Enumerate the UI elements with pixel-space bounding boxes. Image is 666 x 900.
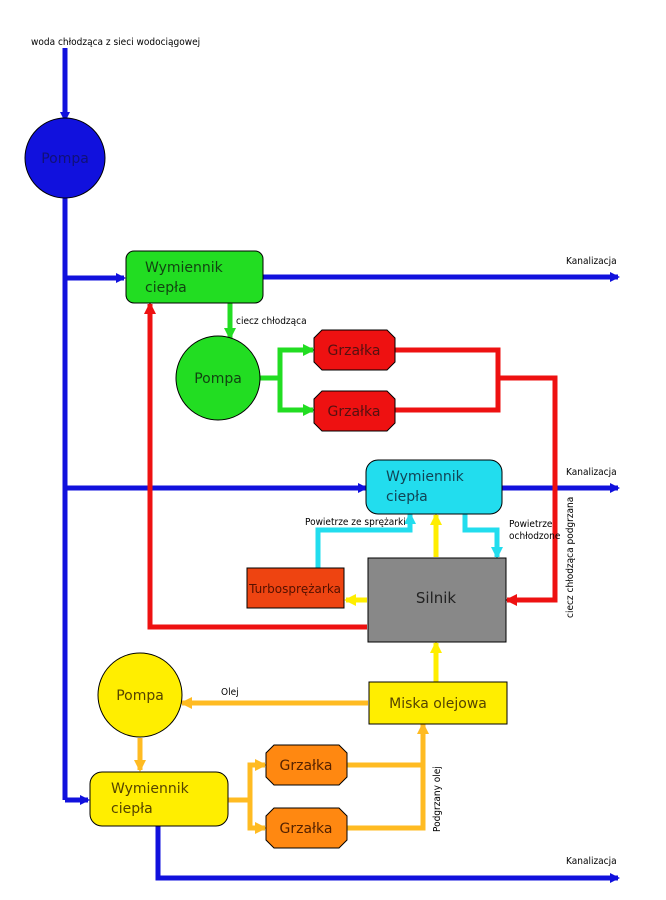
heater-red-1: Grzałka <box>313 329 396 371</box>
oil-sump-shape <box>368 681 508 725</box>
engine-to-hx1-return-arrow <box>144 302 367 630</box>
hx3-to-drain-arrow <box>155 826 620 883</box>
water-lines <box>60 48 620 883</box>
turbocharger-label: Turbosprężarka <box>248 582 341 596</box>
cooled-air-label-line2: ochłodzone <box>509 531 561 542</box>
pump-top: Pompa <box>24 117 106 199</box>
heated-coolant-lines <box>144 302 558 630</box>
heater-red-1-shape <box>313 329 396 371</box>
to-orange-heater1-arrow <box>247 759 267 800</box>
heater1-outlet-line <box>395 347 501 378</box>
turbocharger: Turbosprężarka <box>246 567 345 609</box>
heated-oil-label: Podgrzany olej <box>432 766 443 832</box>
compressor-air-label: Powietrze ze sprężarki <box>305 517 406 528</box>
heater-red-2: Grzałka <box>313 390 396 432</box>
to-orange-heater2-arrow <box>247 800 267 834</box>
drain-label-3: Kanalizacja <box>566 856 617 867</box>
heater-orange-2-shape <box>265 807 348 849</box>
heater-red-2-shape <box>313 390 396 432</box>
drain-label-1: Kanalizacja <box>566 256 617 267</box>
heat-exchanger-2-label-line1: Wymiennik <box>386 469 465 485</box>
green-pump-to-heater2-arrow <box>277 378 315 416</box>
heat-exchanger-2-label-line2: ciepła <box>386 489 428 505</box>
pump-green-label: Pompa <box>194 371 242 387</box>
heat-exchanger-2: Wymiennik ciepła <box>365 459 503 515</box>
oil-sump: Miska olejowa <box>368 681 508 725</box>
pump-top-label: Pompa <box>41 151 89 167</box>
coolant-label: ciecz chłodząca <box>236 316 307 327</box>
engine: Silnik <box>367 557 507 643</box>
cooled-air-label-line1: Powietrze <box>509 519 553 530</box>
heat-exchanger-1-shape <box>125 250 264 304</box>
heater-orange-2: Grzałka <box>265 807 348 849</box>
green-pump-to-heater1-arrow <box>260 344 315 381</box>
turbo-to-hx2-air-arrow <box>315 512 416 568</box>
heat-exchanger-1-label-line1: Wymiennik <box>145 260 224 276</box>
heat-exchanger-3-shape <box>89 771 229 827</box>
pump-yellow-shape <box>97 652 183 738</box>
coolant-lines <box>224 303 315 416</box>
heater2-outlet-line <box>395 378 501 413</box>
heater-orange-1-label: Grzałka <box>280 758 333 774</box>
heat-exchanger-3-label-line2: ciepła <box>111 801 153 817</box>
heat-exchanger-2-shape <box>365 459 503 515</box>
pump-green: Pompa <box>175 335 261 421</box>
engine-label: Silnik <box>416 589 457 607</box>
pump-green-shape <box>175 335 261 421</box>
heater-orange-1: Grzałka <box>265 744 348 786</box>
heated-oil-to-sump-arrow <box>347 722 429 831</box>
oil-label: Olej <box>221 687 239 698</box>
heater-orange-2-label: Grzałka <box>280 821 333 837</box>
source-water-label: woda chłodząca z sieci wodociągowej <box>31 37 200 48</box>
heaters-to-engine-arrow <box>498 375 558 606</box>
heat-exchanger-1: Wymiennik ciepła <box>125 250 264 304</box>
oil-sump-label: Miska olejowa <box>389 696 487 712</box>
air-lines <box>315 512 503 568</box>
heat-exchanger-3-label-line1: Wymiennik <box>111 781 190 797</box>
hx2-to-engine-air-arrow <box>462 514 503 559</box>
heater-orange-1-shape <box>265 744 348 786</box>
heated-coolant-label: ciecz chłodząca podgrzana <box>565 497 576 618</box>
heat-exchanger-3: Wymiennik ciepła <box>89 771 229 827</box>
heater-red-2-label: Grzałka <box>328 404 381 420</box>
turbocharger-shape <box>246 567 345 609</box>
pump-top-shape <box>24 117 106 199</box>
pump-yellow-label: Pompa <box>116 688 164 704</box>
heat-exchanger-1-label-line2: ciepła <box>145 280 187 296</box>
heater-red-1-label: Grzałka <box>328 343 381 359</box>
drain-label-2: Kanalizacja <box>566 467 617 478</box>
yellow-lines <box>344 513 442 682</box>
oil-lines <box>134 697 429 834</box>
engine-shape <box>367 557 507 643</box>
pump-yellow: Pompa <box>97 652 183 738</box>
